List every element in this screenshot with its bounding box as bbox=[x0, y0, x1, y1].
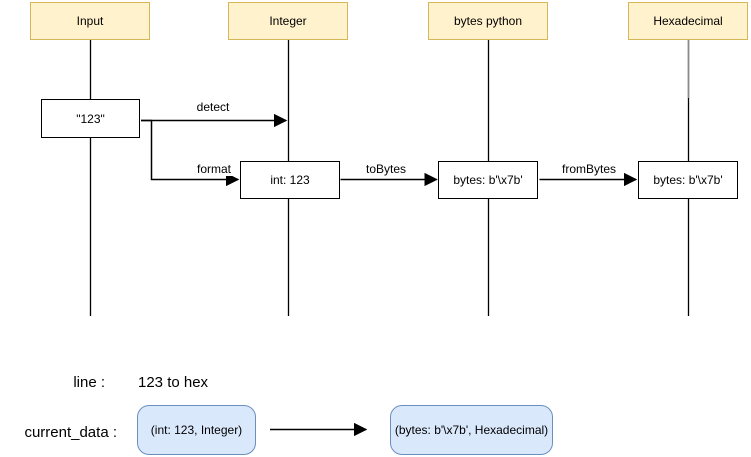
node-hex-value: bytes: b'\x7b' bbox=[638, 161, 738, 199]
edge-label-detect: detect bbox=[194, 100, 232, 114]
lane-header-hexadecimal: Hexadecimal bbox=[628, 2, 748, 40]
edge-label-tobytes: toBytes bbox=[363, 162, 409, 176]
current-state-to: (bytes: b'\x7b', Hexadecimal) bbox=[390, 405, 553, 455]
current-state-from: (int: 123, Integer) bbox=[137, 405, 256, 455]
edge-label-format: format bbox=[194, 162, 234, 176]
node-input-value: "123" bbox=[41, 99, 140, 138]
current-data-label: current_data : bbox=[24, 424, 117, 441]
node-bytes-value: bytes: b'\x7b' bbox=[438, 161, 538, 199]
edge-label-frombytes: fromBytes bbox=[559, 162, 619, 176]
edge-format-arrow bbox=[141, 119, 240, 187]
lane-header-integer: Integer bbox=[228, 2, 348, 40]
line-value: 123 to hex bbox=[138, 374, 209, 391]
node-int-value: int: 123 bbox=[240, 161, 340, 199]
lane-header-bytes-python: bytes python bbox=[428, 2, 548, 40]
line-label: line : bbox=[73, 374, 105, 391]
lane-header-input: Input bbox=[30, 2, 150, 40]
